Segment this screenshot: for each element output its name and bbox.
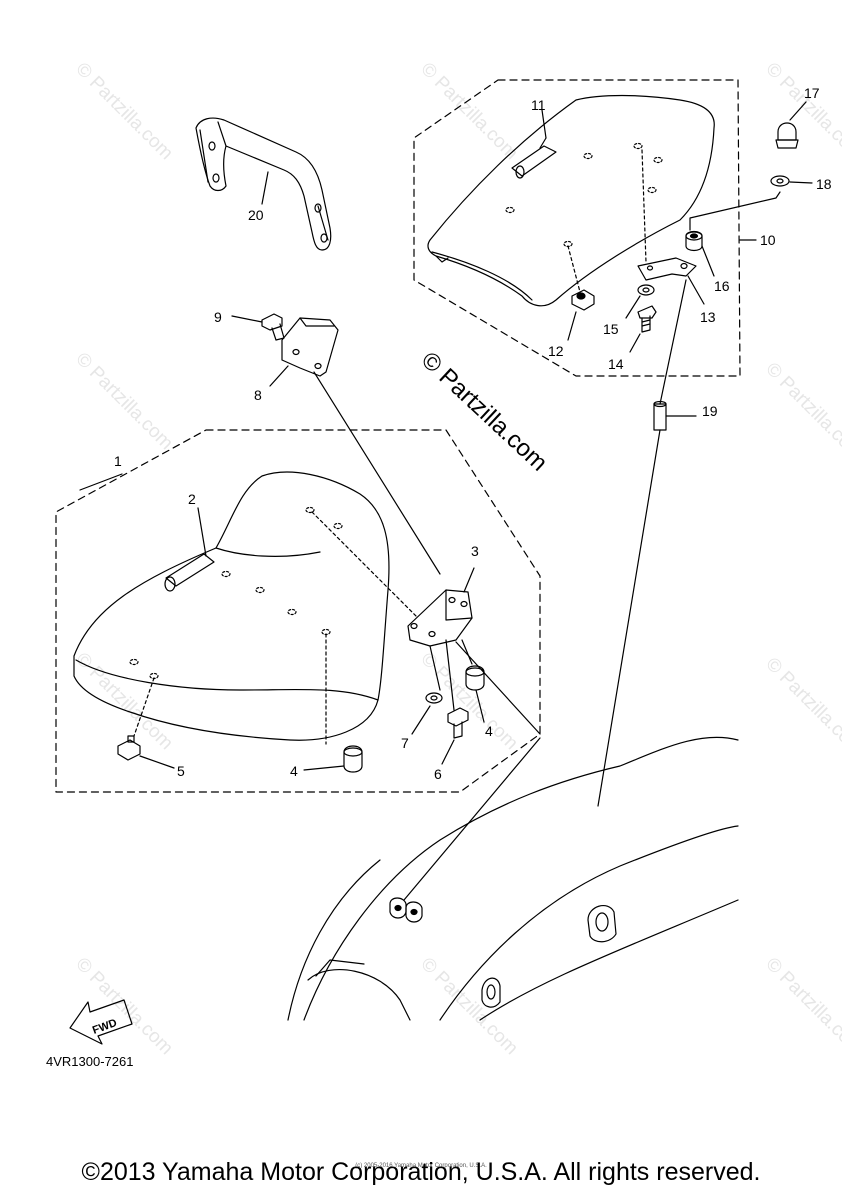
callout-1: 1: [114, 453, 122, 469]
screw-part-5: [117, 735, 175, 769]
main-seat-part-1: [73, 471, 417, 745]
damper-part-4: [303, 745, 363, 773]
bolt-part-6: [441, 707, 469, 765]
pillion-group-outline: [413, 79, 741, 377]
diagram-part-number: 4VR1300-7261: [46, 1054, 134, 1069]
callout-6: 6: [434, 766, 442, 782]
watermark: © Partzilla.com: [416, 59, 521, 164]
callout-10: 10: [760, 232, 776, 248]
callout-13: 13: [700, 309, 716, 325]
watermark: © Partzilla.com: [761, 954, 842, 1059]
pillion-seat-part-11: [427, 94, 715, 307]
callout-11: 11: [531, 97, 546, 113]
callout-12: 12: [548, 343, 564, 359]
callout-5: 5: [177, 763, 185, 779]
watermark: © Partzilla.com: [71, 59, 176, 164]
bracket-part-13: [637, 257, 705, 305]
callout-8: 8: [254, 387, 262, 403]
watermark: © Partzilla.com: [761, 59, 842, 164]
callout-4: 4: [485, 723, 493, 739]
nut-part-12: [567, 289, 595, 341]
callout-4: 4: [290, 763, 298, 779]
callout-15: 15: [603, 321, 619, 337]
watermark: © Partzilla.com: [71, 649, 176, 754]
bolt-part-9: [231, 313, 285, 341]
rear-fender: [287, 736, 739, 1021]
watermark: © Partzilla.com: [761, 654, 842, 759]
callout-3: 3: [471, 543, 479, 559]
callout-14: 14: [608, 356, 624, 372]
fwd-arrow-icon: [69, 999, 133, 1045]
bolt-part-14: [629, 305, 657, 353]
bracket-part-8: [269, 317, 441, 575]
watermark: © Partzilla.com: [71, 349, 176, 454]
damper-part-4: [465, 665, 485, 723]
callout-20: 20: [248, 207, 264, 223]
collar-part-19: [597, 279, 697, 807]
copyright-notice: ©2013 Yamaha Motor Corporation, U.S.A. A…: [81, 1158, 761, 1186]
callout-19: 19: [702, 403, 718, 419]
cap-nut-part-17: [775, 101, 807, 149]
callout-2: 2: [188, 491, 196, 507]
washer-part-18: [770, 175, 813, 187]
fine-print: (c) 2005-2016 Yamaha Motor Corporation, …: [355, 1163, 487, 1169]
callout-17: 17: [804, 85, 820, 101]
callout-16: 16: [714, 278, 730, 294]
callout-9: 9: [214, 309, 222, 325]
watermark: © Partzilla.com: [71, 954, 176, 1059]
watermark: © Partzilla.com: [416, 649, 521, 754]
grab-bar-part-20: [195, 117, 332, 251]
callout-7: 7: [401, 735, 409, 751]
grommet-part-16: [685, 191, 781, 277]
bracket-part-3: [407, 567, 541, 735]
washer-part-7: [411, 692, 443, 735]
watermark: © Partzilla.com: [416, 954, 521, 1059]
main-seat-group-outline: [55, 429, 541, 793]
partzilla-watermark: © Partzilla.com: [416, 347, 553, 477]
callout-18: 18: [816, 176, 832, 192]
washer-part-15: [625, 284, 655, 319]
watermark: © Partzilla.com: [761, 359, 842, 464]
callout-labels: 1 2 3 4 4 5 6 7 8 9 10 11 12 13 14 15 16…: [114, 85, 832, 782]
